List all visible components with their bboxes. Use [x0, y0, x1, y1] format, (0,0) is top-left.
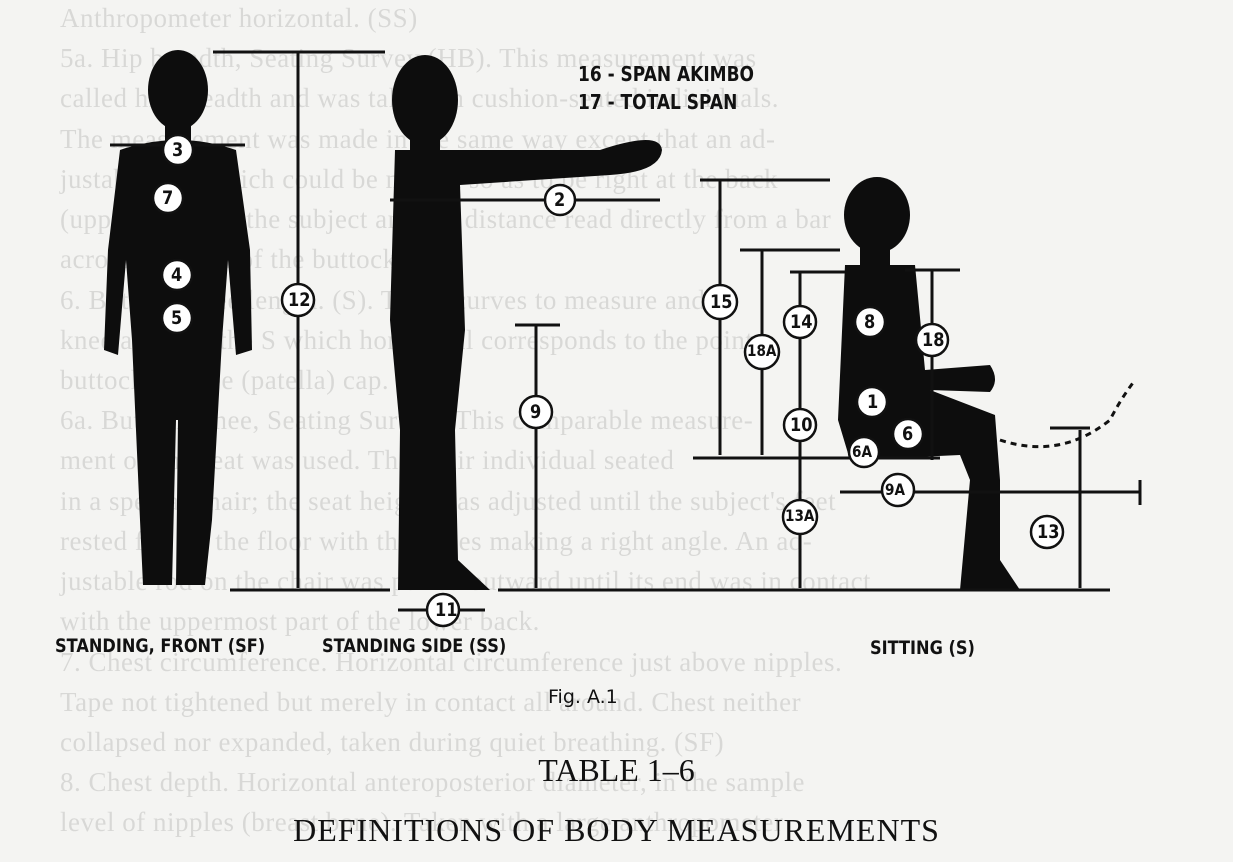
legend-span-akimbo: 16 - SPAN AKIMBO [578, 62, 754, 86]
marker-10: 10 [790, 414, 813, 436]
body-measurement-figure [104, 50, 1142, 628]
caption-standing-side: STANDING SIDE (SS) [322, 635, 507, 657]
marker-4: 4 [171, 264, 183, 286]
marker-2: 2 [554, 189, 566, 211]
table-number: TABLE 1–6 [538, 752, 695, 788]
marker-11: 11 [435, 599, 458, 621]
marker-3: 3 [172, 139, 184, 161]
standing-front-silhouette [104, 50, 252, 585]
measurement-markers [151, 133, 1065, 628]
standing-side-silhouette [390, 55, 662, 590]
show-through-line: 7. Chest circumference. Horizontal circu… [60, 646, 843, 677]
caption-sitting: SITTING (S) [870, 637, 975, 659]
marker-9: 9 [530, 401, 542, 423]
show-through-line: buttock to knee (patella) cap. [60, 364, 390, 395]
marker-14: 14 [790, 311, 813, 333]
marker-13a: 13A [785, 506, 815, 525]
marker-12: 12 [288, 289, 311, 311]
marker-8: 8 [864, 311, 876, 333]
show-through-line: collapsed nor expanded, taken during qui… [60, 726, 725, 757]
marker-7: 7 [162, 187, 174, 209]
caption-standing-front: STANDING, FRONT (SF) [55, 635, 266, 657]
marker-18: 18 [922, 329, 945, 351]
marker-5: 5 [171, 307, 183, 329]
marker-13: 13 [1037, 521, 1060, 543]
legend-total-span: 17 - TOTAL SPAN [578, 90, 738, 114]
show-through-line: level of nipples (breast bone). Taken wi… [60, 807, 784, 838]
show-through-line: 8. Chest depth. Horizontal anteroposteri… [60, 767, 805, 798]
marker-9a: 9A [885, 480, 905, 499]
marker-1: 1 [867, 391, 879, 413]
marker-6a: 6A [852, 442, 872, 461]
show-through-line: Anthropometer horizontal. (SS) [60, 3, 418, 33]
marker-15: 15 [710, 291, 733, 313]
show-through-line: Tape not tightened but merely in contact… [60, 686, 802, 717]
sitting-silhouette [838, 177, 1020, 590]
marker-6: 6 [902, 423, 914, 445]
measurement-lines [110, 50, 1142, 612]
table-title: DEFINITIONS OF BODY MEASUREMENTS [293, 812, 940, 848]
marker-18a: 18A [747, 341, 777, 360]
figure-label: Fig. A.1 [548, 686, 618, 708]
